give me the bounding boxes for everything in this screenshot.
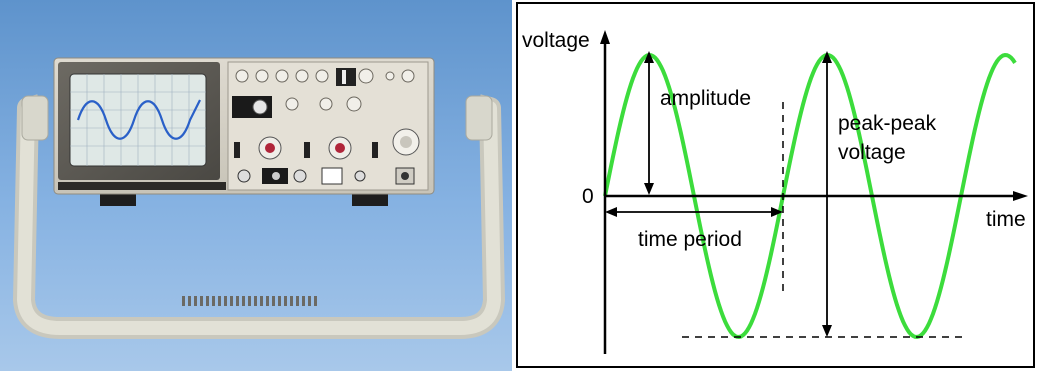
diagram-border <box>516 2 1035 368</box>
sine-wave <box>603 52 1017 340</box>
origin-label: 0 <box>582 185 594 208</box>
x-axis-label: time <box>986 208 1026 231</box>
oscilloscope-photo <box>0 0 512 371</box>
y-axis-label: voltage <box>522 29 590 52</box>
x-axis-arrow <box>1013 191 1028 201</box>
peak-peak-label-line2: voltage <box>838 141 906 164</box>
control-knobs <box>235 68 415 112</box>
oscilloscope-illustration <box>0 0 512 371</box>
peak-peak-label-line1: peak-peak <box>838 112 937 135</box>
amplitude-label: amplitude <box>660 87 751 110</box>
waveform-svg: voltage 0 time amplitude peak-peak volta… <box>516 2 1035 368</box>
time-period-label: time period <box>638 228 742 251</box>
screen-trace <box>76 99 201 140</box>
y-axis-arrow <box>600 30 610 44</box>
waveform-diagram: voltage 0 time amplitude peak-peak volta… <box>516 2 1035 368</box>
oscilloscope-body <box>53 57 435 195</box>
oscilloscope-handle <box>13 94 505 339</box>
